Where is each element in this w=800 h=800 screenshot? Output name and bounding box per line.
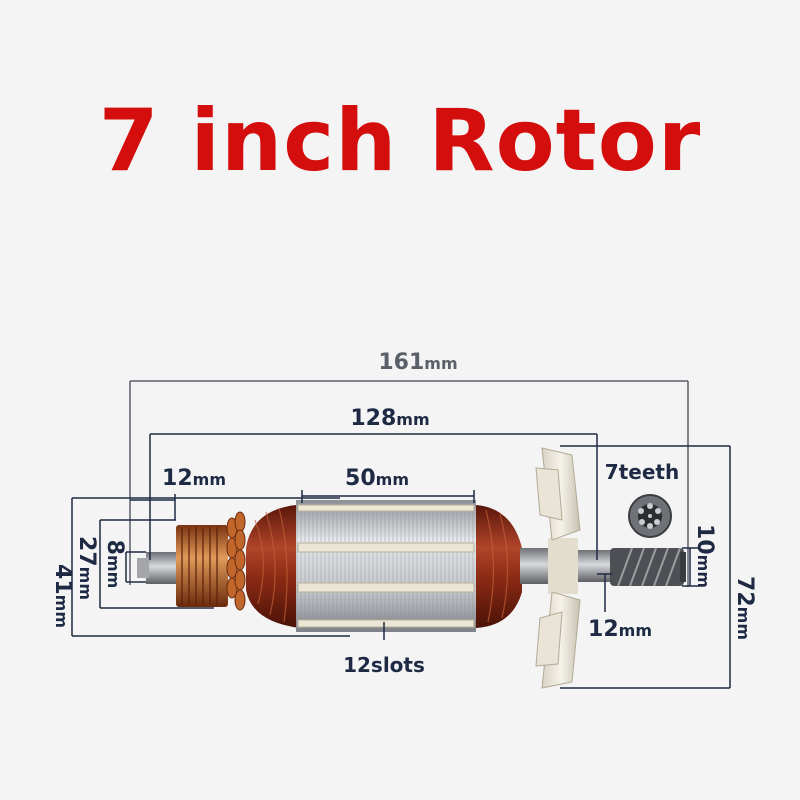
commutator-bars [181, 527, 218, 605]
dim-8-line [125, 551, 146, 583]
dim-12-right-label: 12mm [588, 617, 652, 642]
commutator-risers [226, 511, 246, 611]
winding-left [246, 505, 300, 628]
dim-161-line [129, 380, 689, 587]
slots-label: 12slots [343, 653, 425, 677]
commutator-shaft-tip [137, 558, 149, 578]
drive-shaft [520, 548, 550, 584]
teeth-label: 7teeth [605, 460, 679, 484]
dim-27-label: 27mm [74, 536, 99, 600]
page-title: 7 inch Rotor [98, 91, 702, 191]
pinion-gear [610, 547, 686, 587]
dim-72-label: 72mm [732, 576, 757, 640]
core-slot-insulators [297, 504, 475, 628]
dim-161-label: 161mm [378, 350, 457, 375]
dim-50-line [301, 490, 475, 503]
gear-shaft [578, 550, 612, 582]
winding-right [476, 505, 522, 628]
dim-128-label: 128mm [350, 406, 429, 431]
dim-8-label: 8mm [102, 540, 127, 589]
dim-12-right-line [597, 573, 612, 612]
dim-41-line [71, 497, 350, 637]
dim-128-line [149, 433, 598, 560]
dim-72-line [560, 445, 731, 689]
dim-50-label: 50mm [345, 466, 409, 491]
dim-12-left-label: 12mm [162, 466, 226, 491]
dimension-lines [71, 380, 731, 689]
gear-end-view [628, 494, 672, 538]
dim-10-line [682, 547, 698, 587]
dim-10-label: 10mm [692, 524, 717, 588]
dim-27-line [99, 519, 214, 609]
dim-41-label: 41mm [50, 564, 75, 628]
cooling-fan [535, 447, 581, 689]
rotor-graphic [137, 447, 686, 689]
commutator [176, 525, 228, 607]
